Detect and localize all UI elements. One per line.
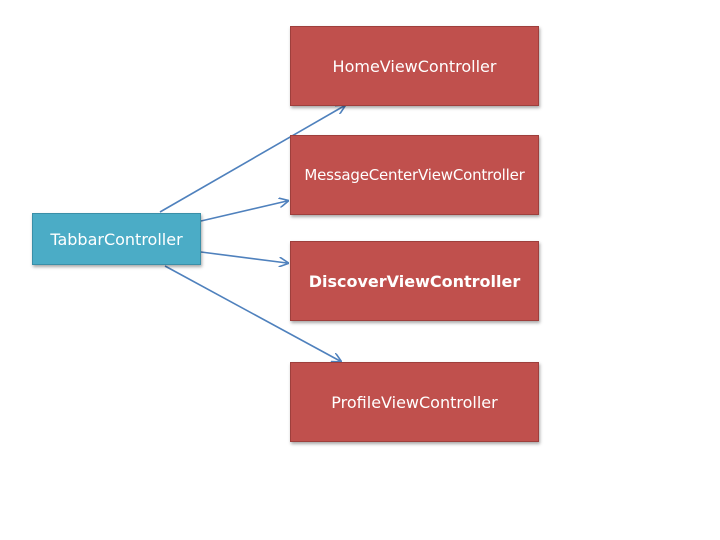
home-view-controller-node: HomeViewController <box>290 26 539 106</box>
tabbar-controller-label: TabbarController <box>50 229 183 249</box>
discover-view-controller-node: DiscoverViewController <box>290 241 539 321</box>
discover-view-controller-label: DiscoverViewController <box>308 271 521 291</box>
arrow-to-message-center <box>200 201 287 222</box>
tabbar-controller-node: TabbarController <box>32 213 201 265</box>
message-center-view-controller-node: MessageCenterViewController <box>290 135 539 215</box>
arrow-to-home <box>159 106 344 213</box>
profile-view-controller-node: ProfileViewController <box>290 362 539 442</box>
profile-view-controller-label: ProfileViewController <box>331 392 498 412</box>
arrow-to-profile <box>164 265 340 361</box>
arrow-to-discover <box>200 251 287 263</box>
home-view-controller-label: HomeViewController <box>332 56 497 76</box>
message-center-view-controller-label: MessageCenterViewController <box>304 166 525 184</box>
